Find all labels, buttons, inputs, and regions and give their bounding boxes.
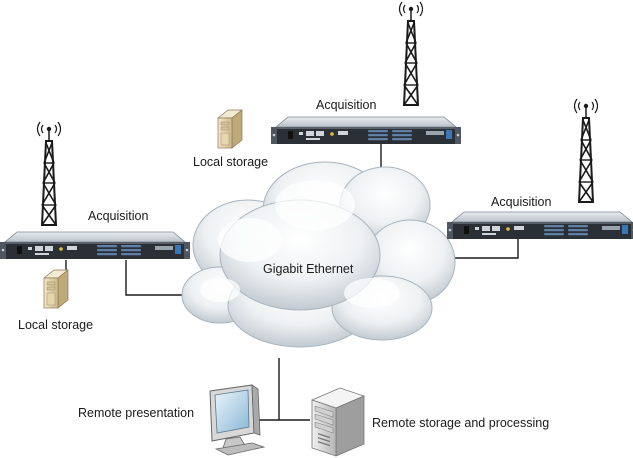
acquisition-label-top: Acquisition — [316, 98, 376, 112]
radio-tower-icon — [573, 98, 599, 203]
connector-lines — [65, 142, 519, 421]
local-storage-left-icon — [43, 269, 69, 309]
local-storage-top-icon — [217, 109, 243, 149]
link-left-to-cloud — [125, 260, 205, 296]
radio-tower-icon — [36, 121, 62, 226]
acquisition-label-left: Acquisition — [88, 209, 148, 223]
acquisition-unit-top — [270, 116, 462, 145]
local-storage-label-top: Local storage — [193, 155, 268, 169]
monitor-icon — [209, 384, 266, 456]
local-storage-label-left: Local storage — [18, 318, 93, 332]
network-label: Gigabit Ethernet — [263, 262, 354, 276]
remote-storage-label: Remote storage and processing — [372, 416, 549, 430]
remote-presentation-label: Remote presentation — [78, 406, 194, 420]
acquisition-label-right: Acquisition — [491, 195, 551, 209]
server-tower-icon — [310, 387, 366, 457]
radio-tower-icon — [398, 1, 424, 106]
acquisition-unit-right — [446, 211, 633, 240]
acquisition-unit-left — [0, 231, 191, 260]
network-cloud — [181, 161, 456, 348]
link-right-to-cloud — [445, 238, 519, 259]
